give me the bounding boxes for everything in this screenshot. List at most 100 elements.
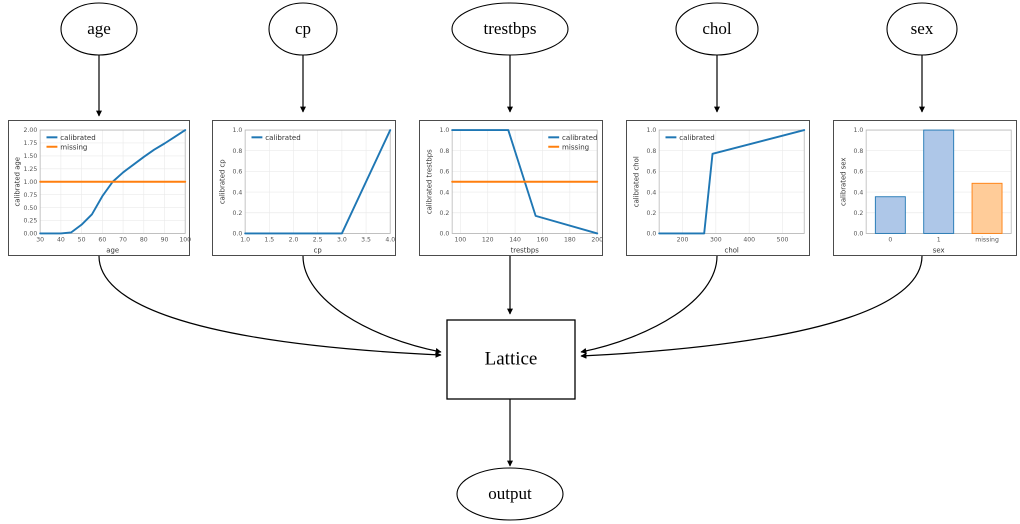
svg-text:0.50: 0.50	[24, 205, 38, 212]
node-output[interactable]	[456, 467, 564, 521]
edge-chol-chart-to-lattice	[580, 255, 718, 354]
svg-text:0.0: 0.0	[232, 231, 242, 238]
svg-text:90: 90	[161, 236, 169, 243]
svg-text:0.00: 0.00	[24, 231, 38, 238]
svg-text:180: 180	[564, 236, 576, 243]
node-age-label: age	[87, 19, 111, 38]
svg-text:2.0: 2.0	[289, 236, 299, 243]
node-output-label: output	[488, 484, 532, 503]
svg-text:0.6: 0.6	[646, 169, 656, 176]
svg-text:200: 200	[677, 236, 689, 243]
svg-text:100: 100	[454, 236, 466, 243]
svg-text:calibrated trestbps: calibrated trestbps	[425, 149, 433, 214]
node-lattice-label: Lattice	[485, 348, 538, 369]
svg-text:0.2: 0.2	[853, 210, 863, 217]
svg-text:chol: chol	[725, 246, 739, 254]
svg-text:0.2: 0.2	[232, 210, 242, 217]
svg-text:0.8: 0.8	[232, 148, 242, 155]
chart-panel-chol[interactable]: 0.0 0.2 0.4 0.6 0.8 1.0 200 300 400 500 calibrated…	[626, 120, 810, 256]
svg-text:calibrated: calibrated	[562, 133, 597, 142]
svg-text:30: 30	[36, 236, 44, 243]
svg-text:0.8: 0.8	[439, 148, 449, 155]
node-trestbps-label: trestbps	[484, 19, 537, 38]
node-trestbps[interactable]	[451, 2, 569, 56]
svg-text:age: age	[106, 246, 119, 254]
svg-text:80: 80	[140, 236, 148, 243]
svg-text:1.0: 1.0	[646, 127, 656, 134]
svg-text:missing: missing	[60, 142, 87, 151]
node-sex-label: sex	[911, 19, 934, 38]
svg-text:70: 70	[119, 236, 127, 243]
svg-text:1.0: 1.0	[232, 127, 242, 134]
svg-text:1.0: 1.0	[439, 127, 449, 134]
svg-text:0.6: 0.6	[439, 169, 449, 176]
svg-text:1.50: 1.50	[24, 153, 38, 160]
svg-text:0.0: 0.0	[439, 231, 449, 238]
svg-text:trestbps: trestbps	[511, 246, 540, 254]
svg-text:0.6: 0.6	[853, 169, 863, 176]
svg-text:cp: cp	[314, 246, 322, 254]
svg-text:0.25: 0.25	[24, 218, 38, 225]
svg-text:1.75: 1.75	[24, 140, 38, 147]
svg-text:1.25: 1.25	[24, 166, 38, 173]
edge-cp-chart-to-lattice	[302, 255, 442, 354]
svg-text:0.4: 0.4	[646, 189, 656, 196]
svg-text:100: 100	[179, 236, 191, 243]
svg-text:0.75: 0.75	[24, 192, 38, 199]
svg-text:1.0: 1.0	[853, 127, 863, 134]
svg-text:calibrated sex: calibrated sex	[839, 158, 847, 206]
svg-text:120: 120	[482, 236, 494, 243]
svg-text:60: 60	[98, 236, 106, 243]
svg-text:calibrated age: calibrated age	[13, 157, 21, 207]
svg-text:0.4: 0.4	[439, 189, 449, 196]
svg-text:2.00: 2.00	[24, 127, 38, 134]
svg-text:missing: missing	[562, 142, 589, 151]
svg-text:50: 50	[78, 236, 86, 243]
svg-text:0.4: 0.4	[232, 189, 242, 196]
svg-text:0.0: 0.0	[853, 231, 863, 238]
chart-sex-svg: 0.0 0.2 0.4 0.6 0.8 1.0 0 1 missing sex calibrated…	[839, 127, 1012, 254]
node-age[interactable]	[60, 2, 138, 56]
chart-cp-svg: 0.0 0.2 0.4 0.6 0.8 1.0 1.0 1.5 2.0 2.5 3.0 3.5 4.0 c…	[218, 127, 395, 254]
chart-panel-cp[interactable]: 0.0 0.2 0.4 0.6 0.8 1.0 1.0 1.5 2.0 2.5 3.0 3.5 4.0 c…	[212, 120, 396, 256]
svg-text:0.6: 0.6	[232, 169, 242, 176]
node-chol[interactable]	[675, 2, 759, 56]
svg-text:1.5: 1.5	[264, 236, 274, 243]
svg-text:3.5: 3.5	[361, 236, 371, 243]
svg-text:0.8: 0.8	[646, 148, 656, 155]
svg-text:40: 40	[57, 236, 65, 243]
node-chol-label: chol	[702, 19, 732, 38]
svg-text:3.0: 3.0	[337, 236, 347, 243]
node-cp[interactable]	[268, 2, 338, 56]
node-lattice[interactable]	[446, 319, 576, 400]
chart-chol-svg: 0.0 0.2 0.4 0.6 0.8 1.0 200 300 400 500 calibrated…	[632, 127, 806, 254]
svg-text:0.0: 0.0	[646, 231, 656, 238]
svg-text:calibrated: calibrated	[679, 133, 714, 142]
svg-text:0.4: 0.4	[853, 189, 863, 196]
svg-text:calibrated: calibrated	[265, 133, 300, 142]
svg-text:2.5: 2.5	[313, 236, 323, 243]
svg-text:300: 300	[710, 236, 722, 243]
svg-text:0.2: 0.2	[439, 210, 449, 217]
svg-text:missing: missing	[975, 236, 999, 243]
svg-text:sex: sex	[933, 246, 945, 254]
svg-text:0: 0	[888, 236, 892, 243]
svg-text:0.2: 0.2	[646, 210, 656, 217]
svg-text:calibrated cp: calibrated cp	[218, 159, 226, 204]
svg-text:0.8: 0.8	[853, 148, 863, 155]
node-sex[interactable]	[886, 2, 958, 56]
svg-text:400: 400	[743, 236, 755, 243]
svg-text:calibrated: calibrated	[60, 133, 95, 142]
svg-text:1: 1	[937, 236, 941, 243]
svg-text:4.0: 4.0	[385, 236, 395, 243]
edge-age-chart-to-lattice	[98, 255, 442, 358]
svg-text:1.0: 1.0	[240, 236, 250, 243]
svg-text:500: 500	[777, 236, 789, 243]
chart-panel-sex[interactable]: 0.0 0.2 0.4 0.6 0.8 1.0 0 1 missing sex calibrated…	[833, 120, 1017, 256]
